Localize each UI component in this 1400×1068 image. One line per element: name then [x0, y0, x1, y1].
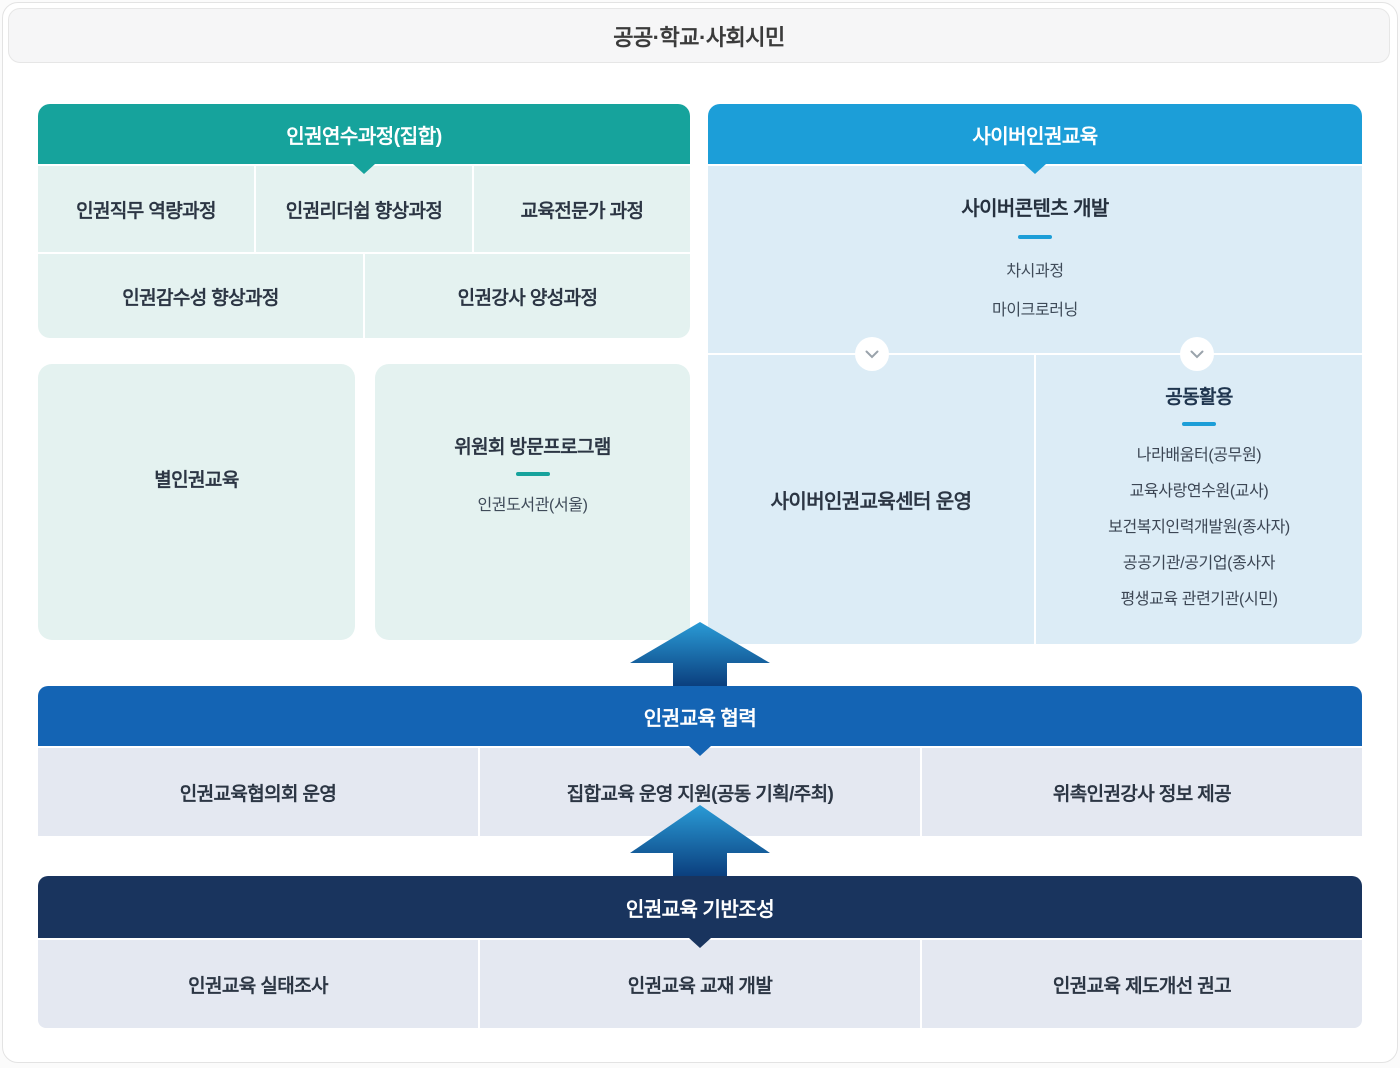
- training-cell-label: 인권강사 양성과정: [457, 287, 598, 309]
- training-cell-label: 인권감수성 향상과정: [122, 287, 279, 309]
- foundation-cell-label: 인권교육 교재 개발: [627, 975, 773, 997]
- foundation-bar: 인권교육 기반조성: [38, 876, 1362, 938]
- chevron-toggle[interactable]: [1180, 337, 1214, 371]
- visit-program-box: 위원회 방문프로그램 인권도서관(서울): [375, 364, 690, 640]
- coop-cell: 집합교육 운영 지원(공동 기획/주최): [480, 748, 920, 836]
- training-block-header: 인권연수과정(집합): [38, 104, 690, 164]
- up-arrow-icon: [630, 622, 770, 686]
- coop-cell-label: 집합교육 운영 지원(공동 기획/주최): [566, 783, 834, 805]
- notch-triangle: [689, 938, 711, 948]
- cyber-center-label: 사이버인권교육센터 운영: [770, 491, 972, 513]
- coop-row: 인권교육협의회 운영 집합교육 운영 지원(공동 기획/주최) 위촉인권강사 정…: [38, 748, 1362, 836]
- up-arrow-icon: [630, 805, 770, 876]
- coop-cell: 위촉인권강사 정보 제공: [922, 748, 1362, 836]
- cyber-dev-item: 차시과정: [1006, 263, 1064, 280]
- coop-cell: 인권교육협의회 운영: [38, 748, 478, 836]
- coop-cell-label: 인권교육협의회 운영: [179, 783, 337, 805]
- cyber-center-cell: 사이버인권교육센터 운영: [708, 355, 1034, 644]
- training-cell: 인권감수성 향상과정: [38, 254, 363, 338]
- visit-program-title: 위원회 방문프로그램: [454, 436, 611, 458]
- divider-dash: [1182, 421, 1216, 426]
- training-row-2: 인권감수성 향상과정 인권강사 양성과정: [38, 254, 690, 338]
- cyber-block-header: 사이버인권교육: [708, 104, 1362, 164]
- notch-triangle: [689, 746, 711, 756]
- foundation-cell: 인권교육 실태조사: [38, 940, 478, 1028]
- foundation-cell-label: 인권교육 실태조사: [188, 975, 328, 997]
- training-block-header-label: 인권연수과정(집합): [286, 125, 442, 148]
- notch-triangle: [353, 164, 375, 174]
- training-cell-label: 교육전문가 과정: [520, 200, 644, 222]
- notch-triangle: [1024, 164, 1046, 174]
- training-cell: 교육전문가 과정: [474, 166, 690, 252]
- training-row-1: 인권직무 역량과정 인권리더쉽 향상과정 교육전문가 과정: [38, 166, 690, 252]
- share-list-item: 나라배움터(공무원): [1136, 446, 1262, 464]
- cyber-content-dev-panel: 사이버콘텐츠 개발 차시과정 마이크로러닝: [708, 166, 1362, 353]
- visit-program-item: 인권도서관(서울): [477, 496, 588, 514]
- share-list: 나라배움터(공무원) 교육사랑연수원(교사) 보건복지인력개발원(종사자) 공공…: [1108, 438, 1290, 618]
- cyber-lower-row: 사이버인권교육센터 운영 공동활용 나라배움터(공무원) 교육사랑연수원(교사)…: [708, 355, 1362, 644]
- coop-cell-label: 위촉인권강사 정보 제공: [1052, 783, 1232, 805]
- share-list-item: 보건복지인력개발원(종사자): [1108, 518, 1290, 536]
- cyber-block-header-label: 사이버인권교육: [972, 125, 1098, 148]
- cyber-dev-title: 사이버콘텐츠 개발: [961, 198, 1109, 220]
- foundation-cell: 인권교육 교재 개발: [480, 940, 920, 1028]
- share-list-item: 교육사랑연수원(교사): [1129, 482, 1269, 500]
- training-cell: 인권직무 역량과정: [38, 166, 254, 252]
- training-cell: 인권강사 양성과정: [365, 254, 690, 338]
- foundation-cell-label: 인권교육 제도개선 권고: [1052, 975, 1232, 997]
- training-cell-label: 인권리더쉽 향상과정: [285, 200, 443, 222]
- divider-dash: [1018, 235, 1052, 239]
- star-education-label: 별인권교육: [154, 469, 239, 491]
- top-banner: 공공·학교·사회시민: [8, 8, 1390, 63]
- banner-title: 공공·학교·사회시민: [613, 24, 785, 50]
- share-list-item: 평생교육 관련기관(시민): [1120, 590, 1278, 608]
- share-list-item: 공공기관/공기업(종사자: [1122, 554, 1276, 572]
- coop-bar: 인권교육 협력: [38, 686, 1362, 746]
- foundation-bar-label: 인권교육 기반조성: [625, 898, 775, 921]
- training-cell: 인권리더쉽 향상과정: [256, 166, 472, 252]
- cyber-dev-item: 마이크로러닝: [992, 302, 1078, 319]
- coop-bar-label: 인권교육 협력: [643, 707, 757, 730]
- cyber-share-cell: 공동활용 나라배움터(공무원) 교육사랑연수원(교사) 보건복지인력개발원(종사…: [1036, 355, 1362, 644]
- training-cell-label: 인권직무 역량과정: [76, 200, 216, 222]
- foundation-row: 인권교육 실태조사 인권교육 교재 개발 인권교육 제도개선 권고: [38, 940, 1362, 1028]
- chevron-down-icon: [865, 350, 879, 358]
- share-title: 공동활용: [1165, 386, 1233, 408]
- divider-dash: [515, 471, 550, 476]
- chevron-down-icon: [1190, 350, 1204, 358]
- chevron-toggle[interactable]: [855, 337, 889, 371]
- foundation-cell: 인권교육 제도개선 권고: [922, 940, 1362, 1028]
- star-education-box: 별인권교육: [38, 364, 355, 640]
